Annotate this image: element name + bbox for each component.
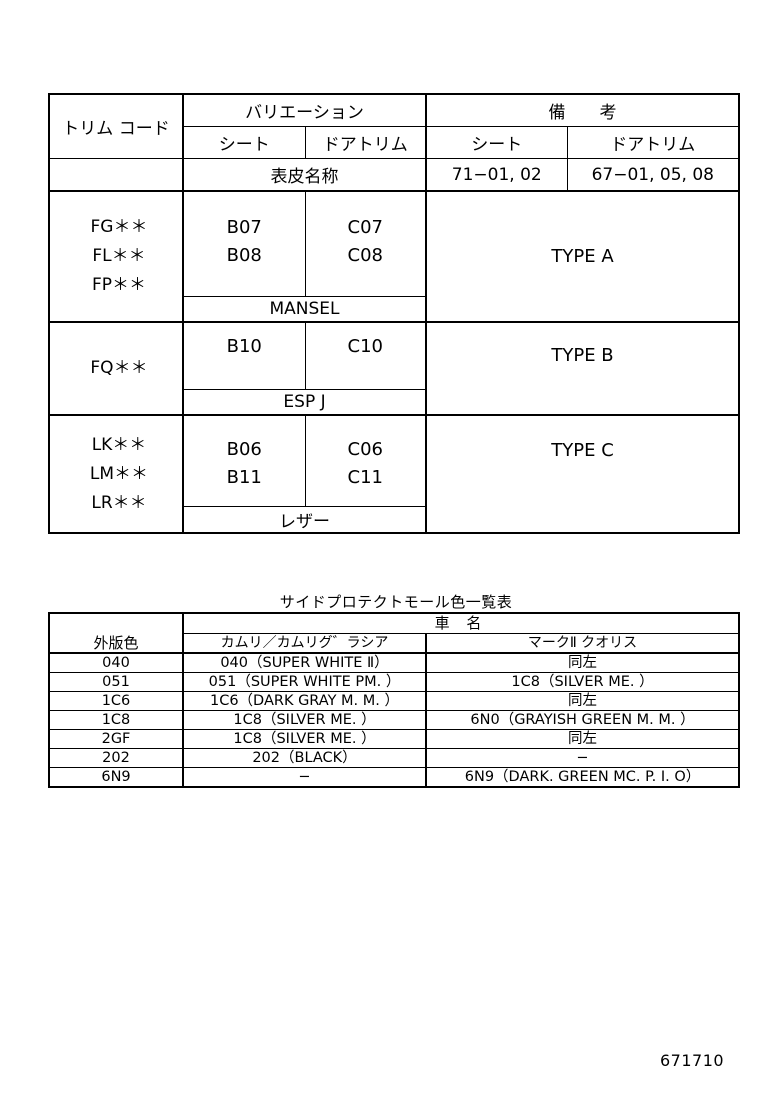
group-b-type: TYPE B — [425, 321, 740, 416]
exterior-color-code: 040 — [48, 652, 184, 673]
table-row: 1C8 1C8（SILVER ME. ） 6N0（GRAYISH GREEN M… — [48, 710, 740, 730]
trim-code-table: トリム コード バリエーション 備 考 シート ドアトリム シート ドアトリム … — [48, 93, 741, 534]
trim-code: FQ＊＊ — [90, 358, 148, 378]
mark2-mould-color: 同左 — [425, 691, 740, 711]
mark2-mould-color: − — [425, 748, 740, 768]
header-exterior-color: 外版色 — [48, 612, 184, 654]
group-c-door-trim-codes: C06 C11 — [304, 414, 427, 507]
camry-mould-color: 051（SUPER WHITE PM. ） — [182, 672, 427, 692]
exterior-color-code: 6N9 — [48, 767, 184, 788]
header-material-name: 表皮名称 — [181, 158, 427, 192]
trim-code: LM＊＊ — [89, 463, 149, 484]
camry-mould-color: 040（SUPER WHITE Ⅱ） — [182, 652, 427, 673]
group-a-seat-codes: B07 B08 — [182, 190, 306, 297]
table-row: 040 040（SUPER WHITE Ⅱ） 同左 — [48, 652, 740, 673]
group-c-material: レザー — [181, 506, 427, 534]
header-vehicle-name: 車 名 — [182, 612, 740, 634]
trim-code: FG＊＊ — [90, 217, 148, 237]
trim-code: LR＊＊ — [91, 492, 147, 513]
group-c-seat-codes: B06 B11 — [182, 414, 306, 507]
mould-color-table: 外版色 車 名 カムリ／カムリグ゛ラシア マークⅡ クオリス 040 040（S… — [48, 612, 740, 788]
group-b-trim-codes: FQ＊＊ — [48, 321, 184, 416]
seat-code: B11 — [226, 467, 262, 488]
exterior-color-code: 1C6 — [48, 691, 184, 711]
trim-code: FP＊＊ — [91, 275, 147, 295]
exterior-color-code: 2GF — [48, 729, 184, 749]
exterior-color-code: 1C8 — [48, 710, 184, 730]
exterior-color-code: 051 — [48, 672, 184, 692]
camry-mould-color: 1C8（SILVER ME. ） — [182, 729, 427, 749]
mould-table-title: サイドプロテクトモール色一覧表 — [279, 593, 513, 611]
door-trim-code: C06 — [347, 439, 383, 460]
door-trim-code: C07 — [347, 217, 383, 238]
group-b-material: ESP J — [181, 389, 427, 416]
group-c-trim-codes: LK＊＊ LM＊＊ LR＊＊ — [48, 414, 184, 534]
mark2-mould-color: 1C8（SILVER ME. ） — [425, 672, 740, 692]
seat-code: B08 — [226, 245, 262, 266]
camry-mould-color: 1C6（DARK GRAY M. M. ） — [182, 691, 427, 711]
table-row: 202 202（BLACK） − — [48, 748, 740, 768]
seat-code: B06 — [226, 439, 262, 460]
header-remarks-door-trim: ドアトリム — [566, 126, 740, 159]
header-remarks-seat: シート — [425, 126, 568, 159]
group-b-seat-codes: B10 — [182, 321, 306, 390]
door-trim-code: C10 — [347, 336, 383, 357]
document-number: 671710 — [660, 1051, 725, 1070]
mark2-mould-color: 6N9（DARK. GREEN MC. P. I. O） — [425, 767, 740, 788]
camry-mould-color: 202（BLACK） — [182, 748, 427, 768]
group-b-door-trim-codes: C10 — [304, 321, 427, 390]
table-row: 6N9 − 6N9（DARK. GREEN MC. P. I. O） — [48, 767, 740, 788]
header-remarks-door-trim-ref: 67−01, 05, 08 — [566, 158, 740, 192]
exterior-color-code: 202 — [48, 748, 184, 768]
header-mark2: マークⅡ クオリス — [425, 633, 740, 654]
group-a-material: MANSEL — [181, 296, 427, 323]
header-camry: カムリ／カムリグ゛ラシア — [182, 633, 427, 654]
mark2-mould-color: 6N0（GRAYISH GREEN M. M. ） — [425, 710, 740, 730]
camry-mould-color: 1C8（SILVER ME. ） — [182, 710, 427, 730]
header-blank-cell — [48, 158, 184, 192]
header-variation-seat: シート — [182, 126, 306, 159]
header-trim-code: トリム コード — [48, 93, 184, 159]
door-trim-code: C11 — [347, 467, 383, 488]
table-row: 051 051（SUPER WHITE PM. ） 1C8（SILVER ME.… — [48, 672, 740, 692]
table-row: 2GF 1C8（SILVER ME. ） 同左 — [48, 729, 740, 749]
header-remarks-seat-ref: 71−01, 02 — [425, 158, 568, 192]
group-a-door-trim-codes: C07 C08 — [304, 190, 427, 297]
camry-mould-color: − — [182, 767, 427, 788]
mark2-mould-color: 同左 — [425, 729, 740, 749]
seat-code: B07 — [226, 217, 262, 238]
trim-code: FL＊＊ — [92, 246, 146, 266]
group-a-trim-codes: FG＊＊ FL＊＊ FP＊＊ — [48, 190, 184, 323]
header-variation: バリエーション — [181, 93, 427, 127]
group-c-type: TYPE C — [425, 414, 740, 534]
table-row: 1C6 1C6（DARK GRAY M. M. ） 同左 — [48, 691, 740, 711]
seat-code: B10 — [226, 336, 262, 357]
mark2-mould-color: 同左 — [425, 652, 740, 673]
trim-code: LK＊＊ — [91, 434, 147, 455]
header-remarks: 備 考 — [425, 93, 740, 127]
header-variation-door-trim: ドアトリム — [304, 126, 427, 159]
group-a-type: TYPE A — [425, 190, 740, 323]
door-trim-code: C08 — [347, 245, 383, 266]
